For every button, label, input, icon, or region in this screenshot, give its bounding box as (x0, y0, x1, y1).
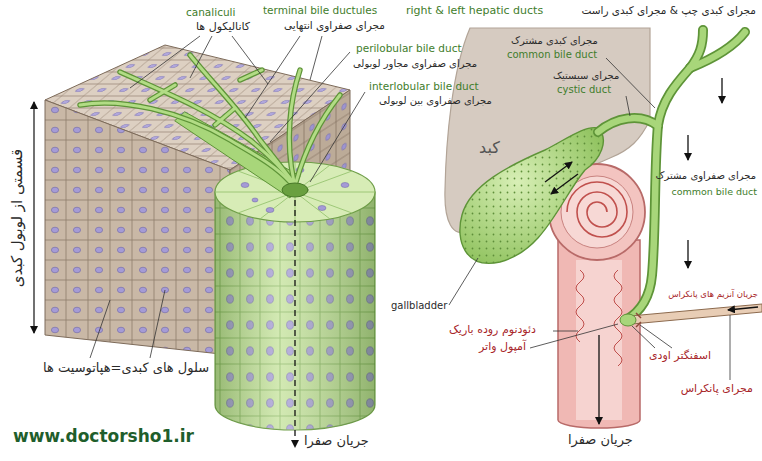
bile-ducts-g-path (150, 85, 175, 100)
flow-arrows-line (728, 307, 758, 310)
bile-ducts-g-path (215, 108, 235, 125)
pancreatic-duct (620, 304, 762, 327)
duct-cylinder-g-ellipse (341, 183, 349, 188)
extrahepatic-ducts-g-path (598, 118, 658, 132)
organ-name: gallbladder (390, 300, 448, 312)
leader-lines-line (270, 52, 350, 142)
flow-arrows (545, 78, 758, 424)
flow-label: جریان صفرا (567, 432, 634, 448)
size-arrow (33, 102, 34, 333)
leader-lines-line (310, 36, 322, 80)
extrahepatic-ducts-g-path (690, 32, 745, 68)
bile-ducts-g-path (289, 70, 300, 182)
structure-name: cystic duct (556, 84, 612, 96)
leader-lines-line (232, 36, 268, 84)
structure-name: common bile duct (506, 49, 598, 61)
leader-lines (90, 36, 730, 380)
bile-ducts-ellipse (282, 183, 308, 197)
leader-lines-line (640, 325, 672, 348)
bile-ducts-g-path (120, 72, 292, 182)
bile-ducts-g-path (190, 55, 293, 182)
organ-name: دئودنوم روده باریک (448, 323, 537, 336)
structure-name: مجرای کبدی مشترک (510, 35, 599, 47)
cell-name: سلول های کبدی=هپاتوسیت ها (42, 360, 210, 376)
flow-arrows-line (551, 174, 578, 194)
gallbladder-path (460, 128, 603, 264)
structure-name: مجرای سیستیک (552, 70, 620, 82)
structure-name: common bile duct (670, 186, 758, 197)
bile-ducts-path (175, 112, 300, 198)
leader-lines-line (245, 36, 300, 118)
flow-arrows-line (598, 335, 599, 424)
region-name: قسمتی از لوبول کبدی (8, 148, 26, 288)
duct-cylinder-g-ellipse (318, 206, 326, 211)
bile-ducts-g-path (80, 103, 290, 182)
structure-name: آمپول واتر (478, 340, 527, 353)
bile-ducts-g-path (289, 70, 300, 182)
structure-name: مجرای پانکراس (680, 382, 754, 395)
leader-lines-line (626, 96, 630, 116)
bile-ducts-g (80, 55, 340, 182)
flow-label: جریان آنزیم های پانکراس (667, 289, 759, 299)
pancreatic-duct-ellipse (620, 314, 636, 326)
structure-name: canaliculi (185, 6, 236, 19)
flow-arrow (294, 200, 295, 447)
structure-name: مجرای صفراوی انتهایی (283, 19, 386, 32)
structure-name: perilobular bile duct (355, 42, 463, 55)
extrahepatic-ducts-g-path (598, 118, 658, 132)
structure-name: terminal bile ductules (262, 4, 378, 17)
pancreatic-duct-polygon (630, 304, 762, 324)
bile-ducts (80, 55, 340, 198)
leader-lines-line (730, 315, 731, 380)
duct-cylinder-g-ellipse (241, 183, 249, 188)
leader-lines-line (190, 36, 212, 78)
duct-cylinder-g-ellipse (252, 198, 258, 202)
flow-arrows-line (687, 135, 688, 160)
structure-name: مجرای صفراوی مجاور لوبولی (352, 58, 478, 70)
structure-name: مجرای کبدی چپ & مجرای کبدی راست (580, 4, 757, 17)
leader-lines-line (530, 324, 618, 348)
duodenum-path (558, 240, 640, 428)
gallbladder (460, 128, 603, 264)
organ-name: کبد (478, 138, 501, 157)
watermark: www.doctorsho1.ir (12, 426, 195, 446)
leader-lines-line (90, 300, 110, 358)
bile-ducts-g-path (190, 55, 293, 182)
duct-cylinder-g-ellipse (266, 208, 274, 213)
leader-lines-line (449, 258, 478, 305)
structure-name: interlobular bile duct (368, 80, 480, 93)
structure-name: right & left hepatic ducts (405, 4, 544, 17)
leader-lines-line (632, 326, 655, 348)
flow-arrows-line (687, 240, 688, 268)
leader-lines-line (553, 331, 578, 332)
duodenum-path (567, 182, 627, 237)
structure-name: اسفنگتر اودی (648, 349, 712, 362)
duodenum (549, 164, 645, 428)
leader-lines-line (150, 290, 165, 358)
bile-ducts-g (80, 55, 340, 182)
structure-name: مجرای صفراوی بین لوبولی (378, 95, 493, 107)
leader-lines-line (606, 58, 655, 108)
flow-arrows-line (545, 162, 572, 182)
flow-label: جریان صفرا (303, 433, 370, 449)
structure-name: مجرای صفراوی مشترک (654, 170, 757, 182)
leader-lines-line (310, 92, 365, 182)
gallbladder-path (460, 128, 603, 264)
structure-name: کانالیکول ها (195, 20, 251, 33)
flow-arrows-line (721, 78, 722, 103)
leader-lines-line (130, 36, 200, 88)
